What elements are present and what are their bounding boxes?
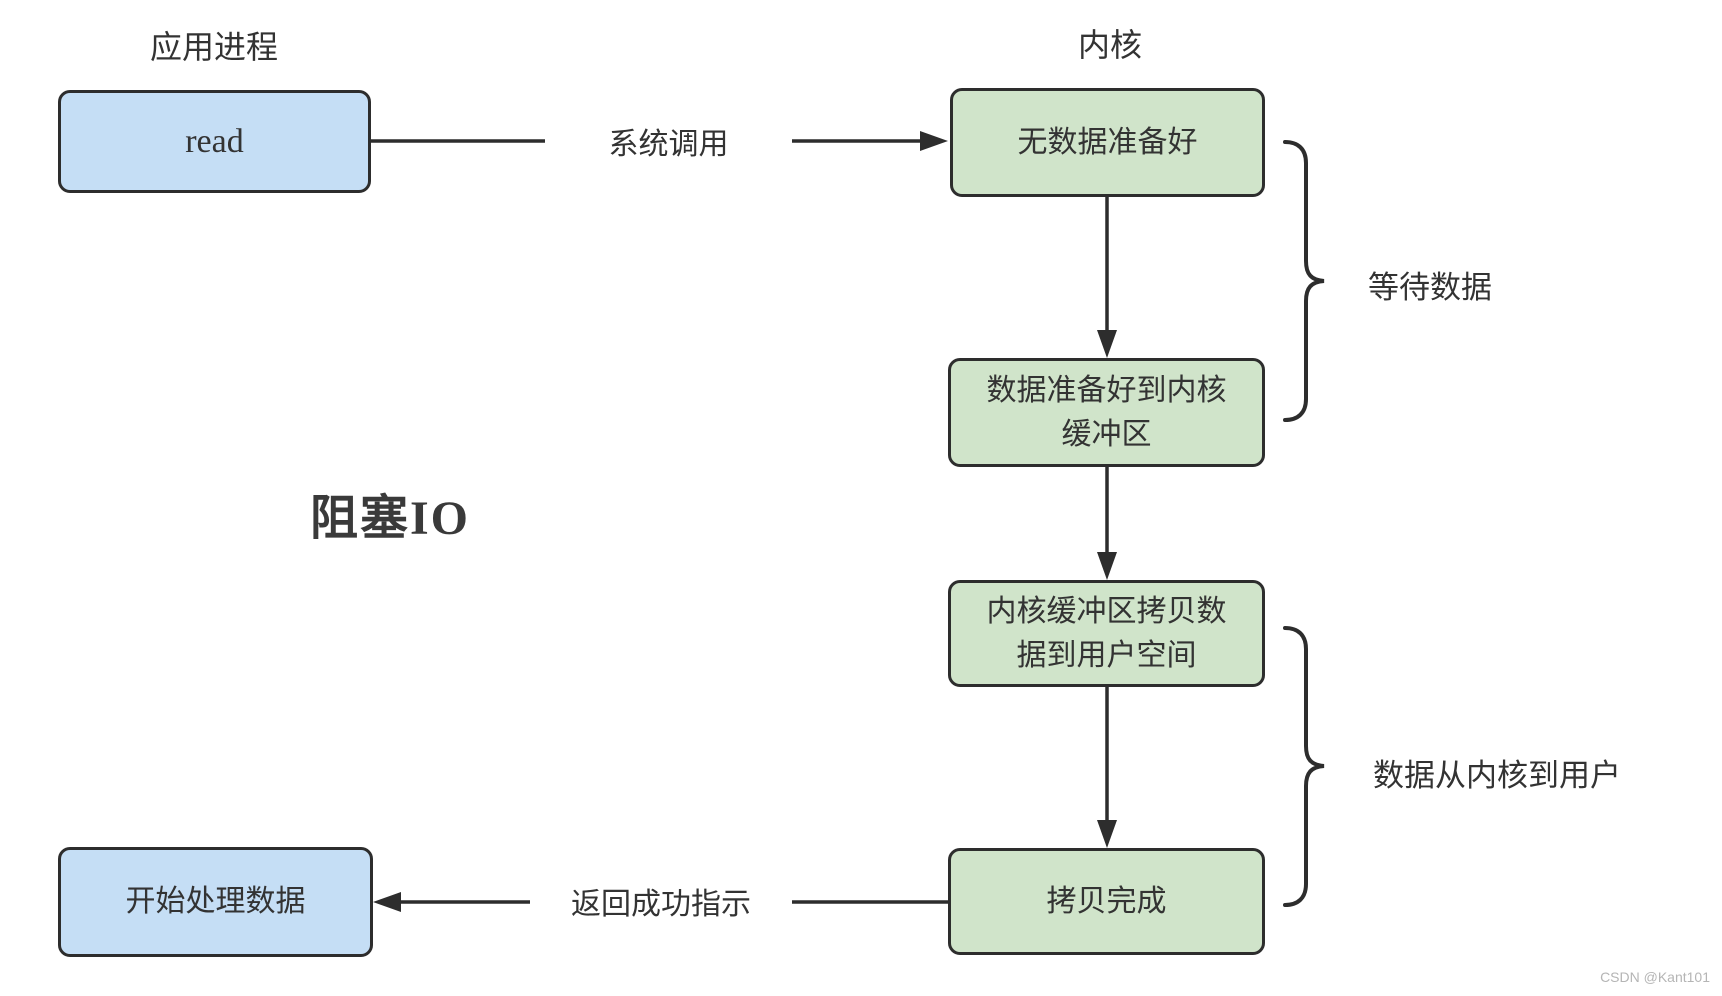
node-copy-to-user-line2: 据到用户空间 xyxy=(1016,638,1197,672)
node-data-ready-line1: 数据准备好到内核 xyxy=(986,373,1227,407)
node-copy-complete-label: 拷贝完成 xyxy=(1046,884,1167,918)
column-header-kernel: 内核 xyxy=(1077,27,1142,63)
node-read: read xyxy=(58,90,371,193)
diagram-title-blocking-io: 阻塞IO xyxy=(309,492,471,545)
brace-wait-data xyxy=(1283,140,1325,422)
node-data-ready-line2: 缓冲区 xyxy=(1061,417,1152,451)
arrow-copy-1 xyxy=(1097,467,1117,580)
edge-label-return-success: 返回成功指示 xyxy=(530,886,792,924)
brace-label-wait-for-data: 等待数据 xyxy=(1368,270,1492,305)
node-copy-complete: 拷贝完成 xyxy=(948,848,1265,955)
node-copy-to-user-line1: 内核缓冲区拷贝数 xyxy=(986,594,1227,628)
arrow-copy-2 xyxy=(1097,687,1117,848)
node-no-data-ready-label: 无数据准备好 xyxy=(1017,125,1198,159)
arrowhead-right-icon xyxy=(920,131,948,151)
arrow-wait-1 xyxy=(1097,197,1117,358)
arrowhead-left-icon xyxy=(373,892,401,912)
node-kernel-buffer-copy-to-user: 内核缓冲区拷贝数 据到用户空间 xyxy=(948,580,1265,687)
edge-label-system-call: 系统调用 xyxy=(545,126,792,164)
node-read-label: read xyxy=(185,122,244,160)
brace-kernel-to-user xyxy=(1283,626,1325,907)
node-start-processing-data: 开始处理数据 xyxy=(58,847,373,957)
watermark-csdn: CSDN @Kant101 xyxy=(1600,969,1710,985)
column-header-app-process: 应用进程 xyxy=(149,29,278,65)
arrowhead-down-icon xyxy=(1097,552,1117,580)
arrowhead-down-icon xyxy=(1097,330,1117,358)
node-data-ready-to-kernel-buffer: 数据准备好到内核 缓冲区 xyxy=(948,358,1265,467)
node-start-processing-data-label: 开始处理数据 xyxy=(125,885,306,918)
brace-label-data-kernel-to-user: 数据从内核到用户 xyxy=(1373,758,1621,793)
arrowhead-down-icon xyxy=(1097,820,1117,848)
node-no-data-ready: 无数据准备好 xyxy=(950,88,1265,197)
